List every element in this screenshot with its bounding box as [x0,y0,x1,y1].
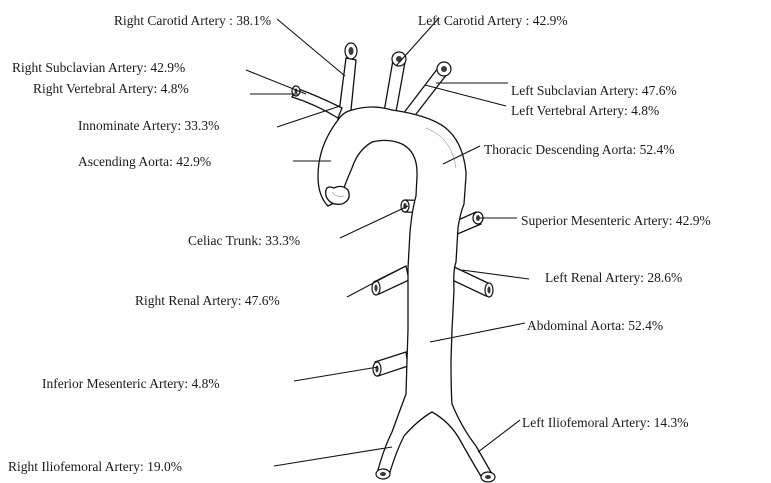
label-right-vertebral: Right Vertebral Artery: 4.8% [33,81,189,96]
leader-right-iliofemoral [274,447,392,466]
aortic-root-bulge [326,186,349,204]
label-right-carotid: Right Carotid Artery : 38.1% [114,13,271,28]
leader-celiac-trunk [340,206,408,238]
label-ascending-aorta: Ascending Aorta: 42.9% [78,154,211,169]
aorta-trunk [318,107,492,478]
label-inferior-mesenteric: Inferior Mesenteric Artery: 4.8% [42,376,220,391]
left-carotid-vessel [384,60,405,112]
label-left-renal: Left Renal Artery: 28.6% [545,270,682,285]
label-abdominal-aorta: Abdominal Aorta: 52.4% [527,318,663,333]
aorta-illustration [292,43,495,482]
label-left-iliofemoral: Left Iliofemoral Artery: 14.3% [522,415,688,430]
leader-innominate [277,106,340,127]
label-left-vertebral: Left Vertebral Artery: 4.8% [511,103,659,118]
leader-left-iliofemoral [478,420,520,452]
label-superior-mesenteric: Superior Mesenteric Artery: 42.9% [521,213,711,228]
label-right-iliofemoral: Right Iliofemoral Artery: 19.0% [8,459,182,474]
label-celiac-trunk: Celiac Trunk: 33.3% [188,233,300,248]
leader-right-carotid [277,19,345,76]
label-right-renal: Right Renal Artery: 47.6% [135,293,280,308]
label-left-carotid: Left Carotid Artery : 42.9% [418,13,568,28]
leader-right-subclavian [246,70,306,94]
label-innominate: Innominate Artery: 33.3% [78,118,219,133]
labels: Right Carotid Artery : 38.1% Left Caroti… [8,13,711,474]
label-left-subclavian: Left Subclavian Artery: 47.6% [511,83,677,98]
label-right-subclavian: Right Subclavian Artery: 42.9% [12,60,185,75]
label-thoracic-descending: Thoracic Descending Aorta: 52.4% [484,142,674,157]
leader-inferior-mesenteric [294,367,378,381]
leader-left-vertebral [425,85,506,106]
